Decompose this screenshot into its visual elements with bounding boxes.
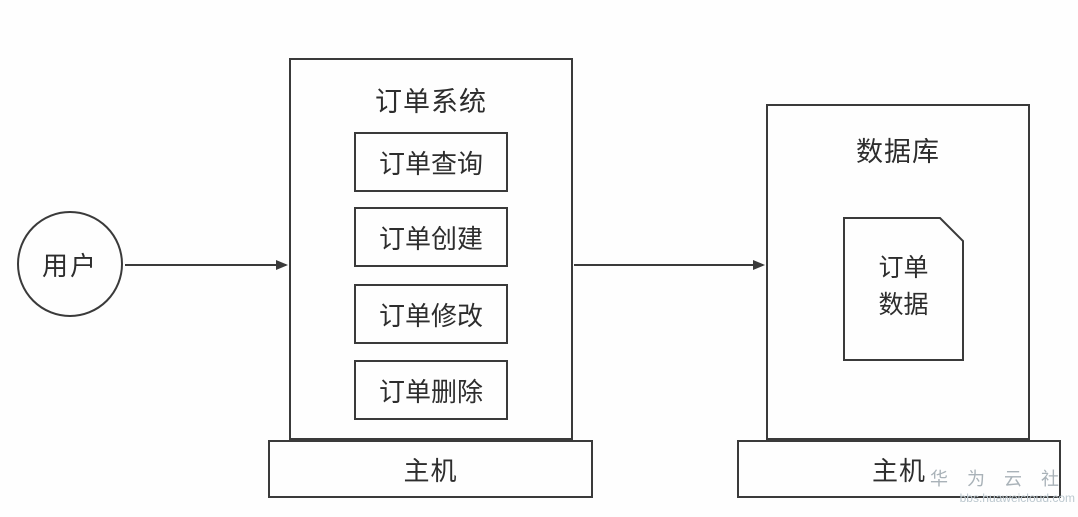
module-order-delete-label: 订单删除 (378, 377, 483, 407)
module-order-query: 订单查询 (354, 132, 508, 192)
module-order-delete: 订单删除 (354, 360, 508, 420)
document-shape (843, 217, 964, 361)
order-system-title: 订单系统 (375, 87, 487, 117)
watermark-brand: 华 为 云 社 区 (930, 469, 1078, 489)
host-right-label: 主机 (871, 456, 926, 486)
host-box-right: 主机 (737, 440, 1061, 498)
module-order-query-label: 订单查询 (378, 149, 483, 179)
order-data-line1: 订单 (878, 255, 929, 282)
database-title: 数据库 (856, 137, 940, 167)
module-order-modify: 订单修改 (354, 284, 508, 344)
order-data-label: 订单 数据 (843, 250, 964, 324)
order-data-line2: 数据 (878, 292, 929, 319)
user-node: 用户 (17, 211, 123, 317)
module-order-create-label: 订单创建 (378, 224, 483, 254)
document-outline (843, 217, 964, 361)
user-label: 用户 (41, 251, 98, 281)
module-order-create: 订单创建 (354, 207, 508, 267)
host-left-label: 主机 (403, 456, 458, 486)
watermark-url: bbs.huaweicloud.com (959, 491, 1075, 505)
host-box-left: 主机 (268, 440, 593, 498)
module-order-modify-label: 订单修改 (378, 301, 483, 331)
